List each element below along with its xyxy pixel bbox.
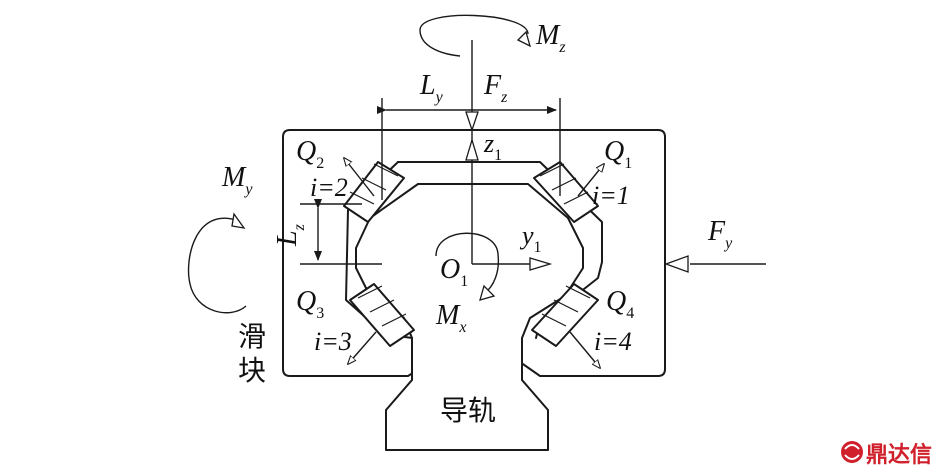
moment-mz-arrowhead xyxy=(516,30,532,48)
label-i1: i=1 xyxy=(592,181,630,210)
label-rail: 导轨 xyxy=(440,394,496,427)
contact-arrow-4 xyxy=(569,331,600,368)
moment-mz-arc xyxy=(419,14,529,57)
force-fy-arrow xyxy=(664,255,689,273)
label-i3: i=3 xyxy=(314,327,352,356)
axis-y1-arrow xyxy=(529,257,553,271)
label-mx: Mx xyxy=(435,300,466,336)
label-q4: Q4 xyxy=(606,286,634,322)
moment-my-arc xyxy=(187,217,247,314)
moment-mx-arc xyxy=(435,232,500,295)
watermark-logo: 鼎达信 xyxy=(841,441,932,468)
contact-patch-3 xyxy=(349,283,415,347)
axis-z1-arrow xyxy=(465,137,479,161)
label-q3: Q3 xyxy=(296,286,324,322)
label-mz: Mz xyxy=(535,20,566,56)
moment-my-arrowhead xyxy=(231,212,246,229)
svg-text:Lz: Lz xyxy=(272,223,308,247)
label-slider-char2: 块 xyxy=(238,354,266,387)
label-q1: Q1 xyxy=(604,136,632,172)
rail-profile[interactable] xyxy=(355,183,584,451)
watermark-text: 鼎达信 xyxy=(866,442,932,468)
label-o1: O1 xyxy=(440,254,468,290)
label-z1: z1 xyxy=(483,129,502,164)
label-ly: Ly xyxy=(419,70,444,106)
contact-arrow-3 xyxy=(348,331,377,364)
contact-patch-4 xyxy=(531,283,599,347)
label-fy: Fy xyxy=(707,216,733,252)
label-my: My xyxy=(221,162,253,198)
moment-mx-arrowhead xyxy=(479,284,496,301)
label-slider-char1: 滑 xyxy=(238,320,266,353)
label-fz: Fz xyxy=(483,70,508,106)
label-i2: i=2 xyxy=(310,173,348,202)
contact-patch-1 xyxy=(533,161,599,223)
contact-arrow-2 xyxy=(344,158,375,197)
label-y1: y1 xyxy=(519,221,542,256)
label-q2: Q2 xyxy=(296,136,324,172)
label-i4: i=4 xyxy=(594,327,632,356)
contact-arrow-1 xyxy=(577,164,604,197)
force-fz-arrow xyxy=(465,111,479,133)
label-lz: Lz xyxy=(272,223,308,247)
